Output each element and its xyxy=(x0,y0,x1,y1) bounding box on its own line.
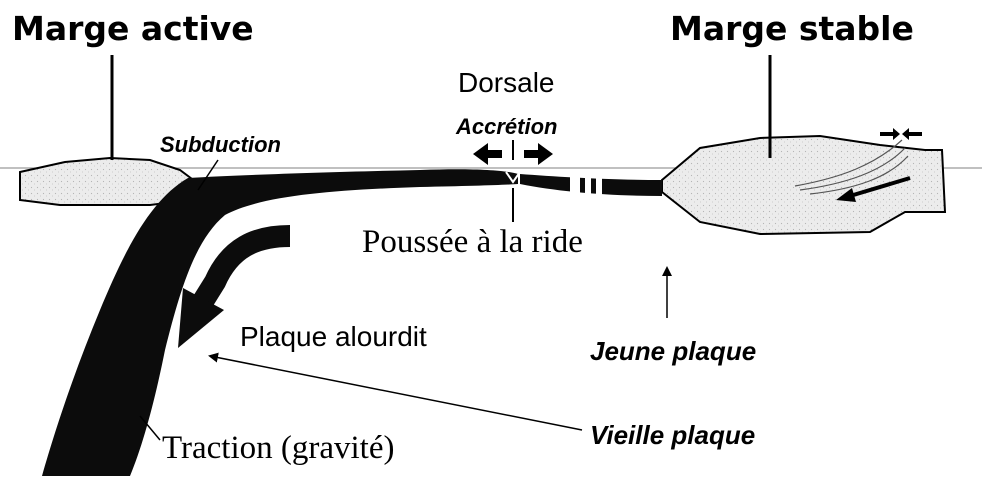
sinking-arrow-icon xyxy=(178,225,291,348)
dorsale-label: Dorsale xyxy=(458,67,554,98)
compression-arrows-icon xyxy=(880,128,922,140)
plate-stripes xyxy=(570,176,602,198)
traction-label: Traction (gravité) xyxy=(162,430,394,466)
stable-margin-strain-lines xyxy=(794,139,909,195)
accretion-label: Accrétion xyxy=(455,114,557,139)
ridge-notch xyxy=(505,171,521,184)
jeune-plaque-label: Jeune plaque xyxy=(590,336,756,366)
subduction-label: Subduction xyxy=(160,132,281,157)
old-plate-arrow xyxy=(208,352,583,431)
marge-active-label: Marge active xyxy=(12,9,254,48)
subduction-pointer xyxy=(197,159,219,191)
margin-flow-arrow-icon xyxy=(836,176,911,202)
vieille-plaque-label: Vieille plaque xyxy=(590,420,755,450)
accretion-arrows-icon xyxy=(473,143,553,165)
subducting-plate xyxy=(42,169,518,476)
poussee-label: Poussée à la ride xyxy=(362,224,583,260)
traction-pointer xyxy=(139,415,161,441)
plaque-alourdit-label: Plaque alourdit xyxy=(240,321,427,352)
marge-stable-label: Marge stable xyxy=(670,9,914,48)
